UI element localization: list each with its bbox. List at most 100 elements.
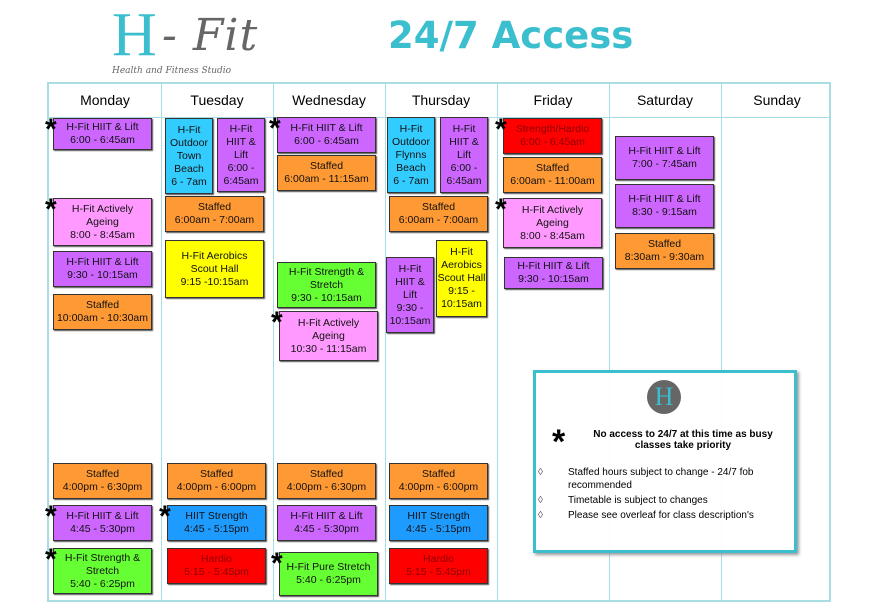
class-line: Ageing [86,215,119,228]
notes-box: H * No access to 24/7 at this time as bu… [533,370,797,553]
class-name: H-Fit Aerobics [181,249,248,262]
class-line: 10:15am [389,314,431,327]
asterisk-icon: * [45,500,57,533]
class-name: Staffed [85,468,120,480]
asterisk-icon: * [495,193,507,226]
class-line: 4:00pm - 6:30pm [62,481,143,493]
class-name: Staffed [421,201,456,213]
no-access-note: No access to 24/7 at this time as busy c… [593,429,773,451]
class-line: 9:30 - 10:15am [67,269,138,281]
diamond-icon: ◊ [538,510,543,521]
class-name: H-Fit HIIT & Lift [290,510,363,522]
day-header-monday: Monday [80,92,130,108]
class-name: HIIT Strength [407,510,470,522]
class-line: 5:40 - 6:25pm [296,574,361,586]
class-name: Staffed [647,238,682,250]
class-line: Lift [456,148,471,161]
class-line: Outdoor [392,135,430,148]
class-line: 8:30 - 9:15am [632,206,697,218]
note-text: Staffed hours subject to change - 24/7 f… [568,467,754,491]
page-title: 24/7 Access [388,14,634,57]
class-line: 4:45 - 5:30pm [70,523,135,535]
class-line: 7:00 - 7:45am [632,158,697,170]
class-name: H-Fit [452,122,476,135]
class-line: Ageing [536,216,569,229]
day-header-wednesday: Wednesday [292,92,366,108]
class-name: H-Fit HIIT & Lift [290,122,363,134]
class-line: Beach [396,161,426,174]
class-line: 9:15 -10:15am [180,275,249,288]
class-name: Staffed [309,468,344,480]
class-line: 8:00 - 8:45am [70,228,135,241]
class-line: 9:30 - 10:15am [291,291,362,304]
class-line: 10:15am [441,298,482,310]
class-name: H-Fit Pure Stretch [286,561,371,573]
class-name: Staffed [535,162,570,174]
asterisk-icon: * [495,113,507,146]
asterisk-icon: * [45,193,57,226]
class-line: Town [176,149,202,162]
logo-tagline: Health and Fitness Studio [112,66,232,76]
class-name: Staffed [199,468,234,480]
class-line: 8:30am - 9:30am [624,251,705,263]
class-line: 6:00 - 6:45am [70,134,135,146]
day-header-friday: Friday [533,92,573,108]
class-line: 9:15 - [448,285,475,297]
class-line: 6:00am - 7:00am [398,214,479,226]
class-line: HIIT & [449,135,479,148]
class-name: Staffed [85,299,120,311]
note-text: Please see overleaf for class descriptio… [568,510,754,521]
class-line: Scout Hall [190,262,239,275]
class-name: H-Fit [399,122,423,135]
class-name: H-Fit HIIT & Lift [66,510,139,522]
class-name: H-Fit Actively [521,203,584,216]
diamond-icon: ◊ [538,467,543,478]
class-name: Hardio [423,553,454,565]
column-divider [161,84,162,600]
asterisk-icon: * [552,423,566,461]
day-header-thursday: Thursday [411,92,471,108]
class-name: H-Fit HIIT & Lift [628,193,701,205]
class-name: H-Fit HIIT & Lift [66,121,139,133]
class-name: H-Fit [177,123,201,136]
asterisk-icon: * [45,113,57,146]
class-line: 6 - 7am [171,175,207,188]
column-divider [273,84,274,600]
asterisk-icon: * [45,543,57,576]
class-name: HIIT Strength [185,510,248,522]
class-line: Beach [174,162,204,175]
class-line: Ageing [312,329,345,342]
class-line: 4:45 - 5:15pm [184,523,249,535]
class-line: 9:30 - 10:15am [518,273,589,285]
class-line: 4:00pm - 6:30pm [286,481,367,493]
class-name: H-Fit Strength & [288,265,365,278]
class-name: H-Fit [450,246,473,258]
class-line: 10:30 - 11:15am [290,342,367,355]
class-line: 6:00am - 7:00am [174,214,255,226]
class-line: 6:45am [223,174,259,187]
class-line: 6:00 - 6:45am [520,136,585,148]
class-line: 4:45 - 5:30pm [294,523,359,535]
